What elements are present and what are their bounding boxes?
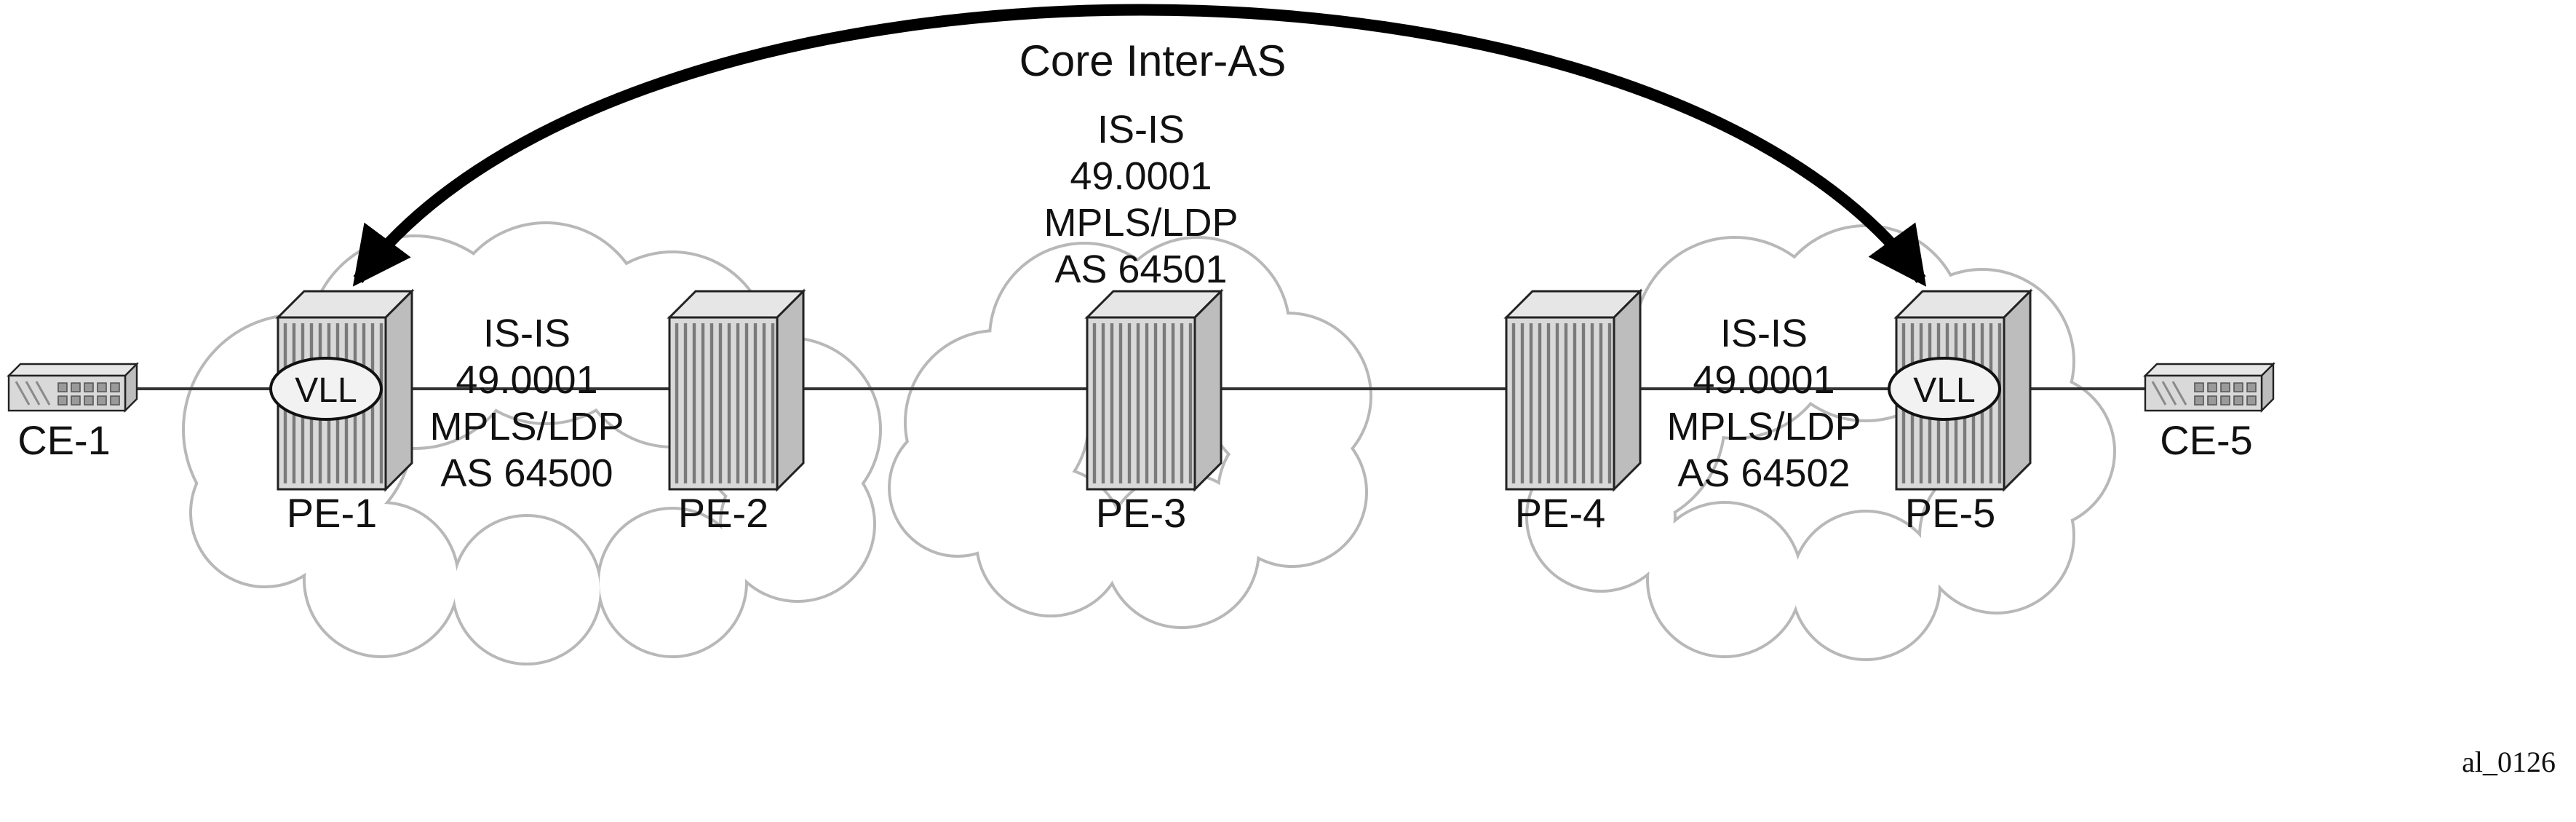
as-left-line-1: IS-IS (483, 312, 571, 355)
ce1-label: CE-1 (17, 417, 111, 463)
pe3-label: PE-3 (1096, 490, 1187, 536)
as-middle-line-1: IS-IS (1097, 108, 1185, 151)
as-right-line-4: AS 64502 (1677, 451, 1850, 495)
core-inter-as-arrow (352, 4, 1927, 287)
pe2-router-icon (669, 291, 803, 489)
pe2-label: PE-2 (678, 490, 769, 536)
as-middle-text: IS-IS 49.0001 MPLS/LDP AS 64501 (1043, 108, 1238, 291)
as-left-line-3: MPLS/LDP (429, 405, 624, 448)
pe4-label: PE-4 (1515, 490, 1606, 536)
pe1-label: PE-1 (287, 490, 378, 536)
pe3-router-icon (1087, 291, 1221, 489)
vll-ellipse (269, 357, 383, 421)
pe5-vll-badge: VLL (1888, 357, 2001, 421)
as-left-line-4: AS 64500 (440, 451, 613, 495)
ce5-device-icon (2144, 363, 2275, 412)
as-middle-line-2: 49.0001 (1070, 154, 1212, 198)
figure-id-watermark: al_0126 (2462, 746, 2556, 778)
pe1-vll-badge: VLL (269, 357, 383, 421)
as-middle-line-4: AS 64501 (1054, 248, 1227, 291)
ce1-device-icon (7, 363, 138, 412)
as-left-line-2: 49.0001 (456, 358, 597, 402)
as-middle-line-3: MPLS/LDP (1043, 201, 1238, 245)
as-right-line-2: 49.0001 (1693, 358, 1834, 402)
pe5-label: PE-5 (1905, 490, 1996, 536)
as-right-line-1: IS-IS (1720, 312, 1808, 355)
as-right-line-3: MPLS/LDP (1666, 405, 1861, 448)
pe4-router-icon (1506, 291, 1640, 489)
vll-ellipse (1888, 357, 2001, 421)
core-inter-as-label: Core Inter-AS (1019, 36, 1287, 85)
ce5-label: CE-5 (2160, 417, 2253, 463)
vll-label: VLL (295, 371, 357, 410)
as-right-text: IS-IS 49.0001 MPLS/LDP AS 64502 (1666, 312, 1861, 495)
vll-label: VLL (1913, 371, 1975, 410)
as-left-text: IS-IS 49.0001 MPLS/LDP AS 64500 (429, 312, 624, 495)
